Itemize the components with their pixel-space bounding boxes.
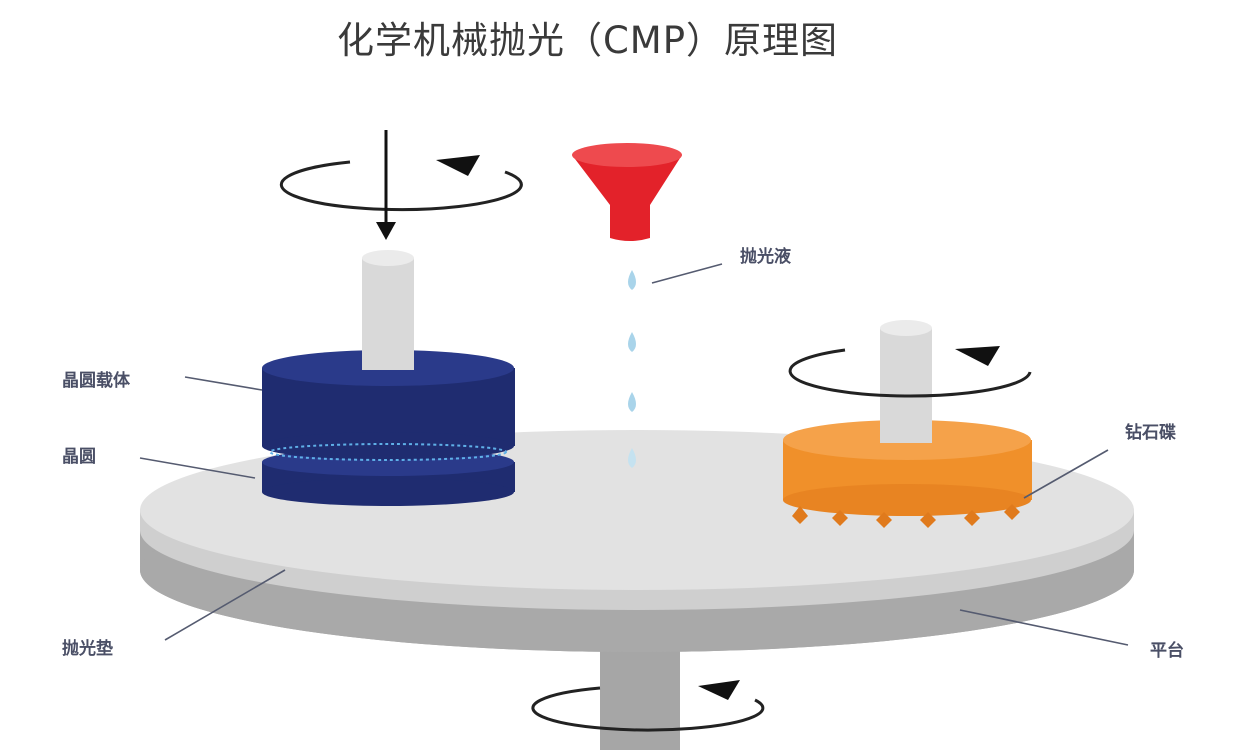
- label-wafer-carrier: 晶圆载体: [62, 370, 131, 391]
- label-diamond-disk: 钻石碟: [1125, 422, 1176, 443]
- label-polishing-pad: 抛光垫: [62, 638, 113, 659]
- label-slurry: 抛光液: [740, 246, 791, 267]
- label-platen: 平台: [1150, 640, 1184, 661]
- disk-rotation-arrow-icon: [788, 346, 1032, 398]
- carrier-rotation-arrow-icon: [279, 155, 523, 212]
- carrier-shaft: [362, 258, 414, 370]
- slurry-drops: [628, 270, 636, 468]
- diamond-disk: [783, 320, 1032, 528]
- diagram-title: 化学机械抛光（CMP）原理图: [336, 19, 839, 62]
- slurry-funnel: [572, 143, 682, 241]
- platen-rotation-arrow-icon: [531, 680, 765, 732]
- down-force-arrow-icon: [376, 130, 396, 240]
- label-wafer: 晶圆: [62, 447, 96, 467]
- wafer-carrier: [262, 250, 515, 506]
